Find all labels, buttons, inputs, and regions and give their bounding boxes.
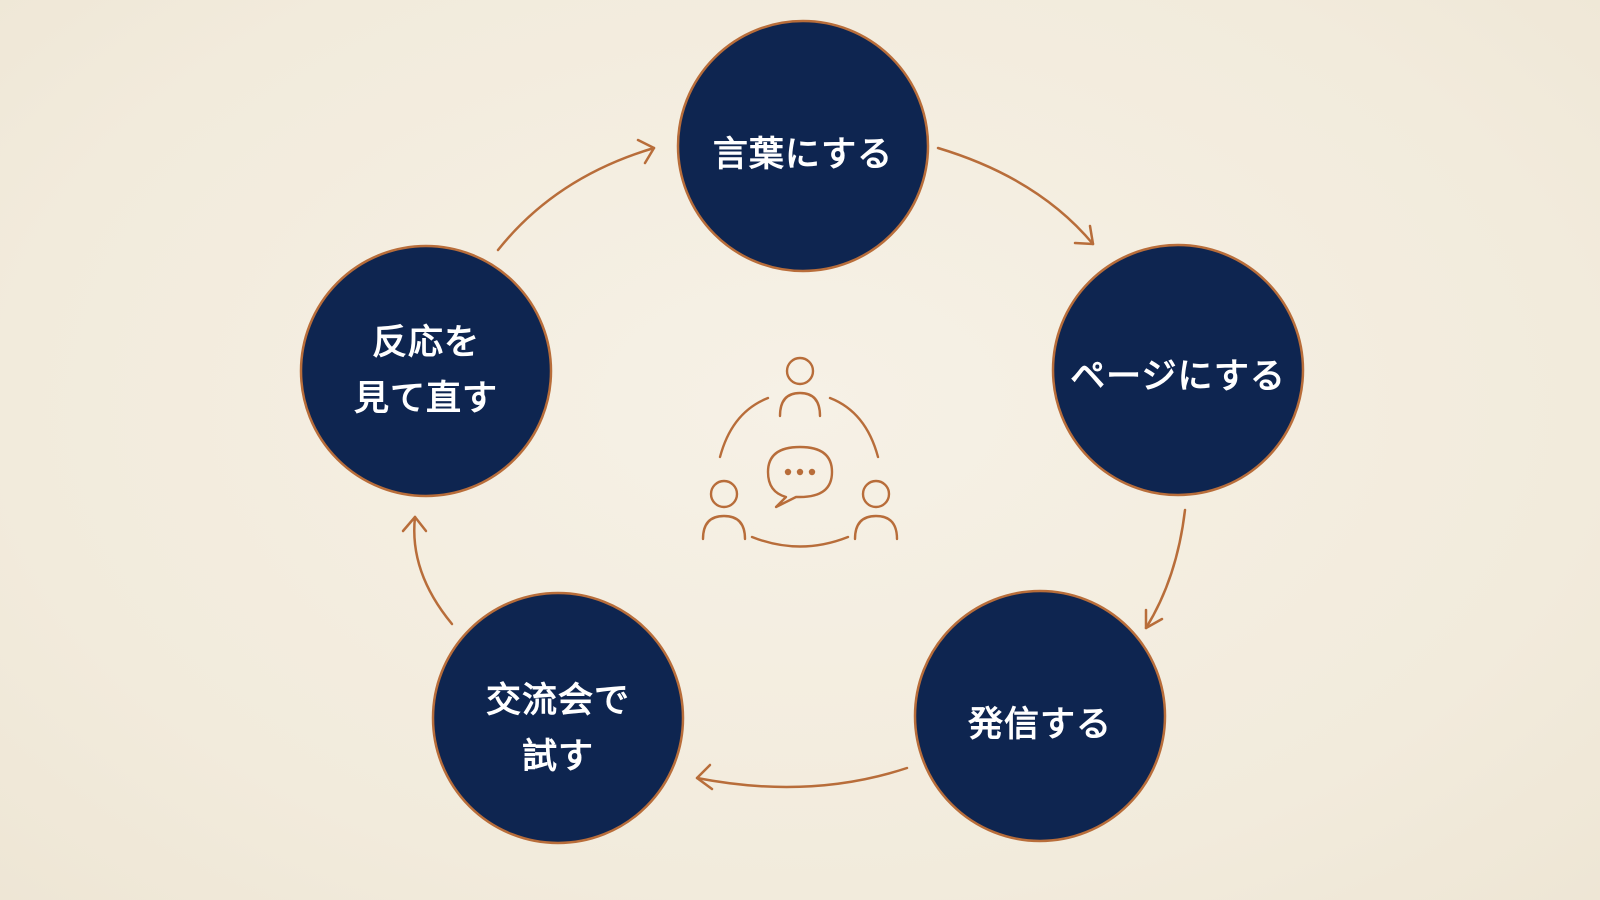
cycle-arc-right	[828, 396, 880, 459]
node-publish: 発信する	[913, 589, 1167, 843]
arrow-words-to-page	[936, 146, 1095, 246]
cycle-arc-left	[718, 396, 770, 459]
node-page-label: ページにする	[1070, 357, 1286, 397]
arrow-publish-to-meetup	[695, 763, 909, 791]
arrow-page-to-publish	[1144, 508, 1187, 630]
person-top-icon	[778, 356, 822, 418]
arrow-meetup-to-feedback	[401, 515, 454, 626]
node-words: 言葉にする	[676, 19, 930, 273]
person-left-icon	[701, 479, 747, 541]
speech-bubble-icon	[766, 445, 834, 509]
cycle-arc-bottom	[750, 535, 850, 548]
connectors	[401, 138, 1187, 791]
node-page: ページにする	[1051, 243, 1305, 497]
arrow-feedback-to-words	[496, 138, 656, 252]
node-meetup: 交流会で 試す	[431, 591, 685, 845]
node-words-label: 言葉にする	[713, 135, 893, 175]
node-feedback: 反応を 見て直す	[299, 244, 553, 498]
person-right-icon	[853, 479, 899, 541]
community-conversation-icon	[701, 356, 899, 548]
node-feedback-label-line1: 反応を	[372, 323, 480, 363]
node-feedback-label-line2: 見て直す	[354, 379, 498, 419]
node-meetup-label-line2: 試す	[522, 737, 594, 777]
node-meetup-label-line1: 交流会で	[486, 680, 630, 721]
node-publish-label: 発信する	[967, 705, 1112, 745]
